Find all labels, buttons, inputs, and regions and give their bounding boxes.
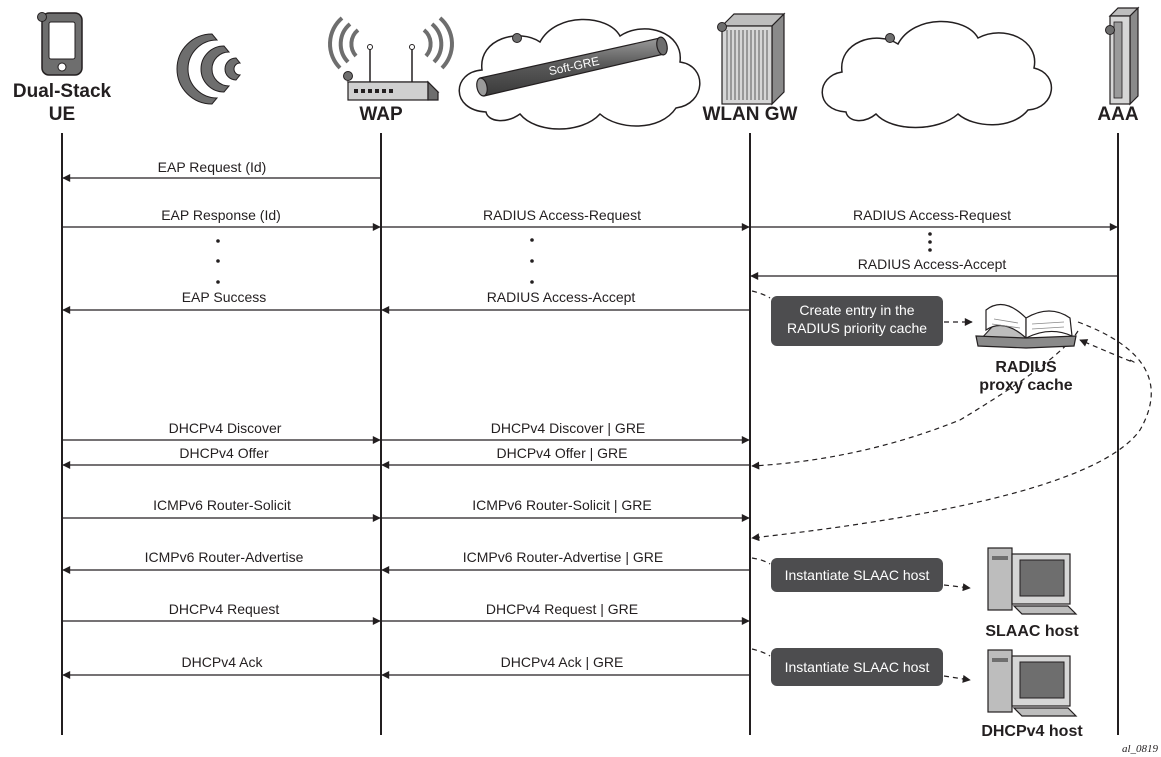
note-create-cache-entry: Create entry in the RADIUS priority cach… (771, 296, 943, 346)
open-book-icon (975, 303, 1077, 349)
msg-router-advertise-gre: ICMPv6 Router-Advertise | GRE (463, 549, 663, 565)
dashed-link-note-to-slaac-host (943, 583, 971, 592)
resource-label-cache-line2: proxy cache (979, 377, 1072, 394)
msg-router-advertise: ICMPv6 Router-Advertise (145, 549, 304, 565)
figure-id: al_0819 (1122, 743, 1159, 755)
entity-label-wlan-gw: WLAN GW (703, 104, 798, 125)
dashed-link-gw-to-slaac-note (751, 557, 771, 565)
msg-dhcp-offer-gre: DHCPv4 Offer | GRE (497, 445, 628, 461)
dashed-link-note-to-dhcp-host (943, 674, 971, 683)
note-slaac-text: Instantiate SLAAC host (785, 567, 930, 583)
note-instantiate-slaac-host: Instantiate SLAAC host (771, 558, 943, 592)
msg-dhcp-offer: DHCPv4 Offer (179, 445, 269, 461)
dashed-lookup-advertise (751, 321, 1152, 542)
msg-dhcp-request-gre: DHCPv4 Request | GRE (486, 601, 638, 617)
dashed-lookup-offer (751, 330, 1079, 470)
msg-dhcp-discover: DHCPv4 Discover (169, 420, 282, 436)
msg-eap-success: EAP Success (182, 289, 267, 305)
note-cache-line1: Create entry in the (799, 302, 914, 318)
note-instantiate-dhcp-host: Instantiate SLAAC host (771, 648, 943, 686)
note-dhcp-text: Instantiate SLAAC host (785, 659, 930, 675)
entity-label-ue-line1: Dual-Stack (13, 81, 112, 102)
resource-label-slaac-host: SLAAC host (985, 623, 1079, 640)
smartphone-icon (37, 12, 83, 76)
msg-router-solicit: ICMPv6 Router-Solicit (153, 497, 291, 513)
msg-eap-response: EAP Response (Id) (161, 207, 281, 223)
resource-label-dhcp-host: DHCPv4 host (981, 723, 1083, 740)
dashed-link-gw-to-dhcp-note (751, 648, 771, 657)
note-cache-line2: RADIUS priority cache (787, 320, 927, 336)
aaa-server-icon (1105, 6, 1140, 106)
msg-radius-accept-1: RADIUS Access-Accept (858, 256, 1007, 272)
slaac-host-computer-icon (987, 547, 1078, 615)
msg-radius-request-2: RADIUS Access-Request (853, 207, 1011, 223)
msg-eap-request: EAP Request (Id) (158, 159, 267, 175)
msg-radius-request-1: RADIUS Access-Request (483, 207, 641, 223)
msg-dhcp-request: DHCPv4 Request (169, 601, 280, 617)
wireless-router-icon (328, 16, 454, 101)
dashed-link-cache-loop (1079, 339, 1136, 364)
dhcp-host-computer-icon (987, 649, 1078, 717)
msg-router-solicit-gre: ICMPv6 Router-Solicit | GRE (472, 497, 651, 513)
msg-dhcp-ack-gre: DHCPv4 Ack | GRE (501, 654, 624, 670)
msg-radius-accept-2: RADIUS Access-Accept (487, 289, 636, 305)
core-network-cloud-icon (821, 20, 1052, 129)
entity-label-aaa: AAA (1097, 104, 1138, 125)
continuation-dots (216, 232, 932, 284)
msg-dhcp-discover-gre: DHCPv4 Discover | GRE (491, 420, 646, 436)
wlan-gateway-chassis-icon (717, 12, 786, 106)
entity-label-ue-line2: UE (49, 104, 75, 125)
msg-dhcp-ack: DHCPv4 Ack (182, 654, 264, 670)
entity-label-wap: WAP (359, 104, 403, 125)
wireless-signal-icon (176, 33, 242, 105)
resource-label-cache-line1: RADIUS (995, 359, 1057, 376)
dashed-link-gw-to-cache-note (751, 290, 771, 299)
